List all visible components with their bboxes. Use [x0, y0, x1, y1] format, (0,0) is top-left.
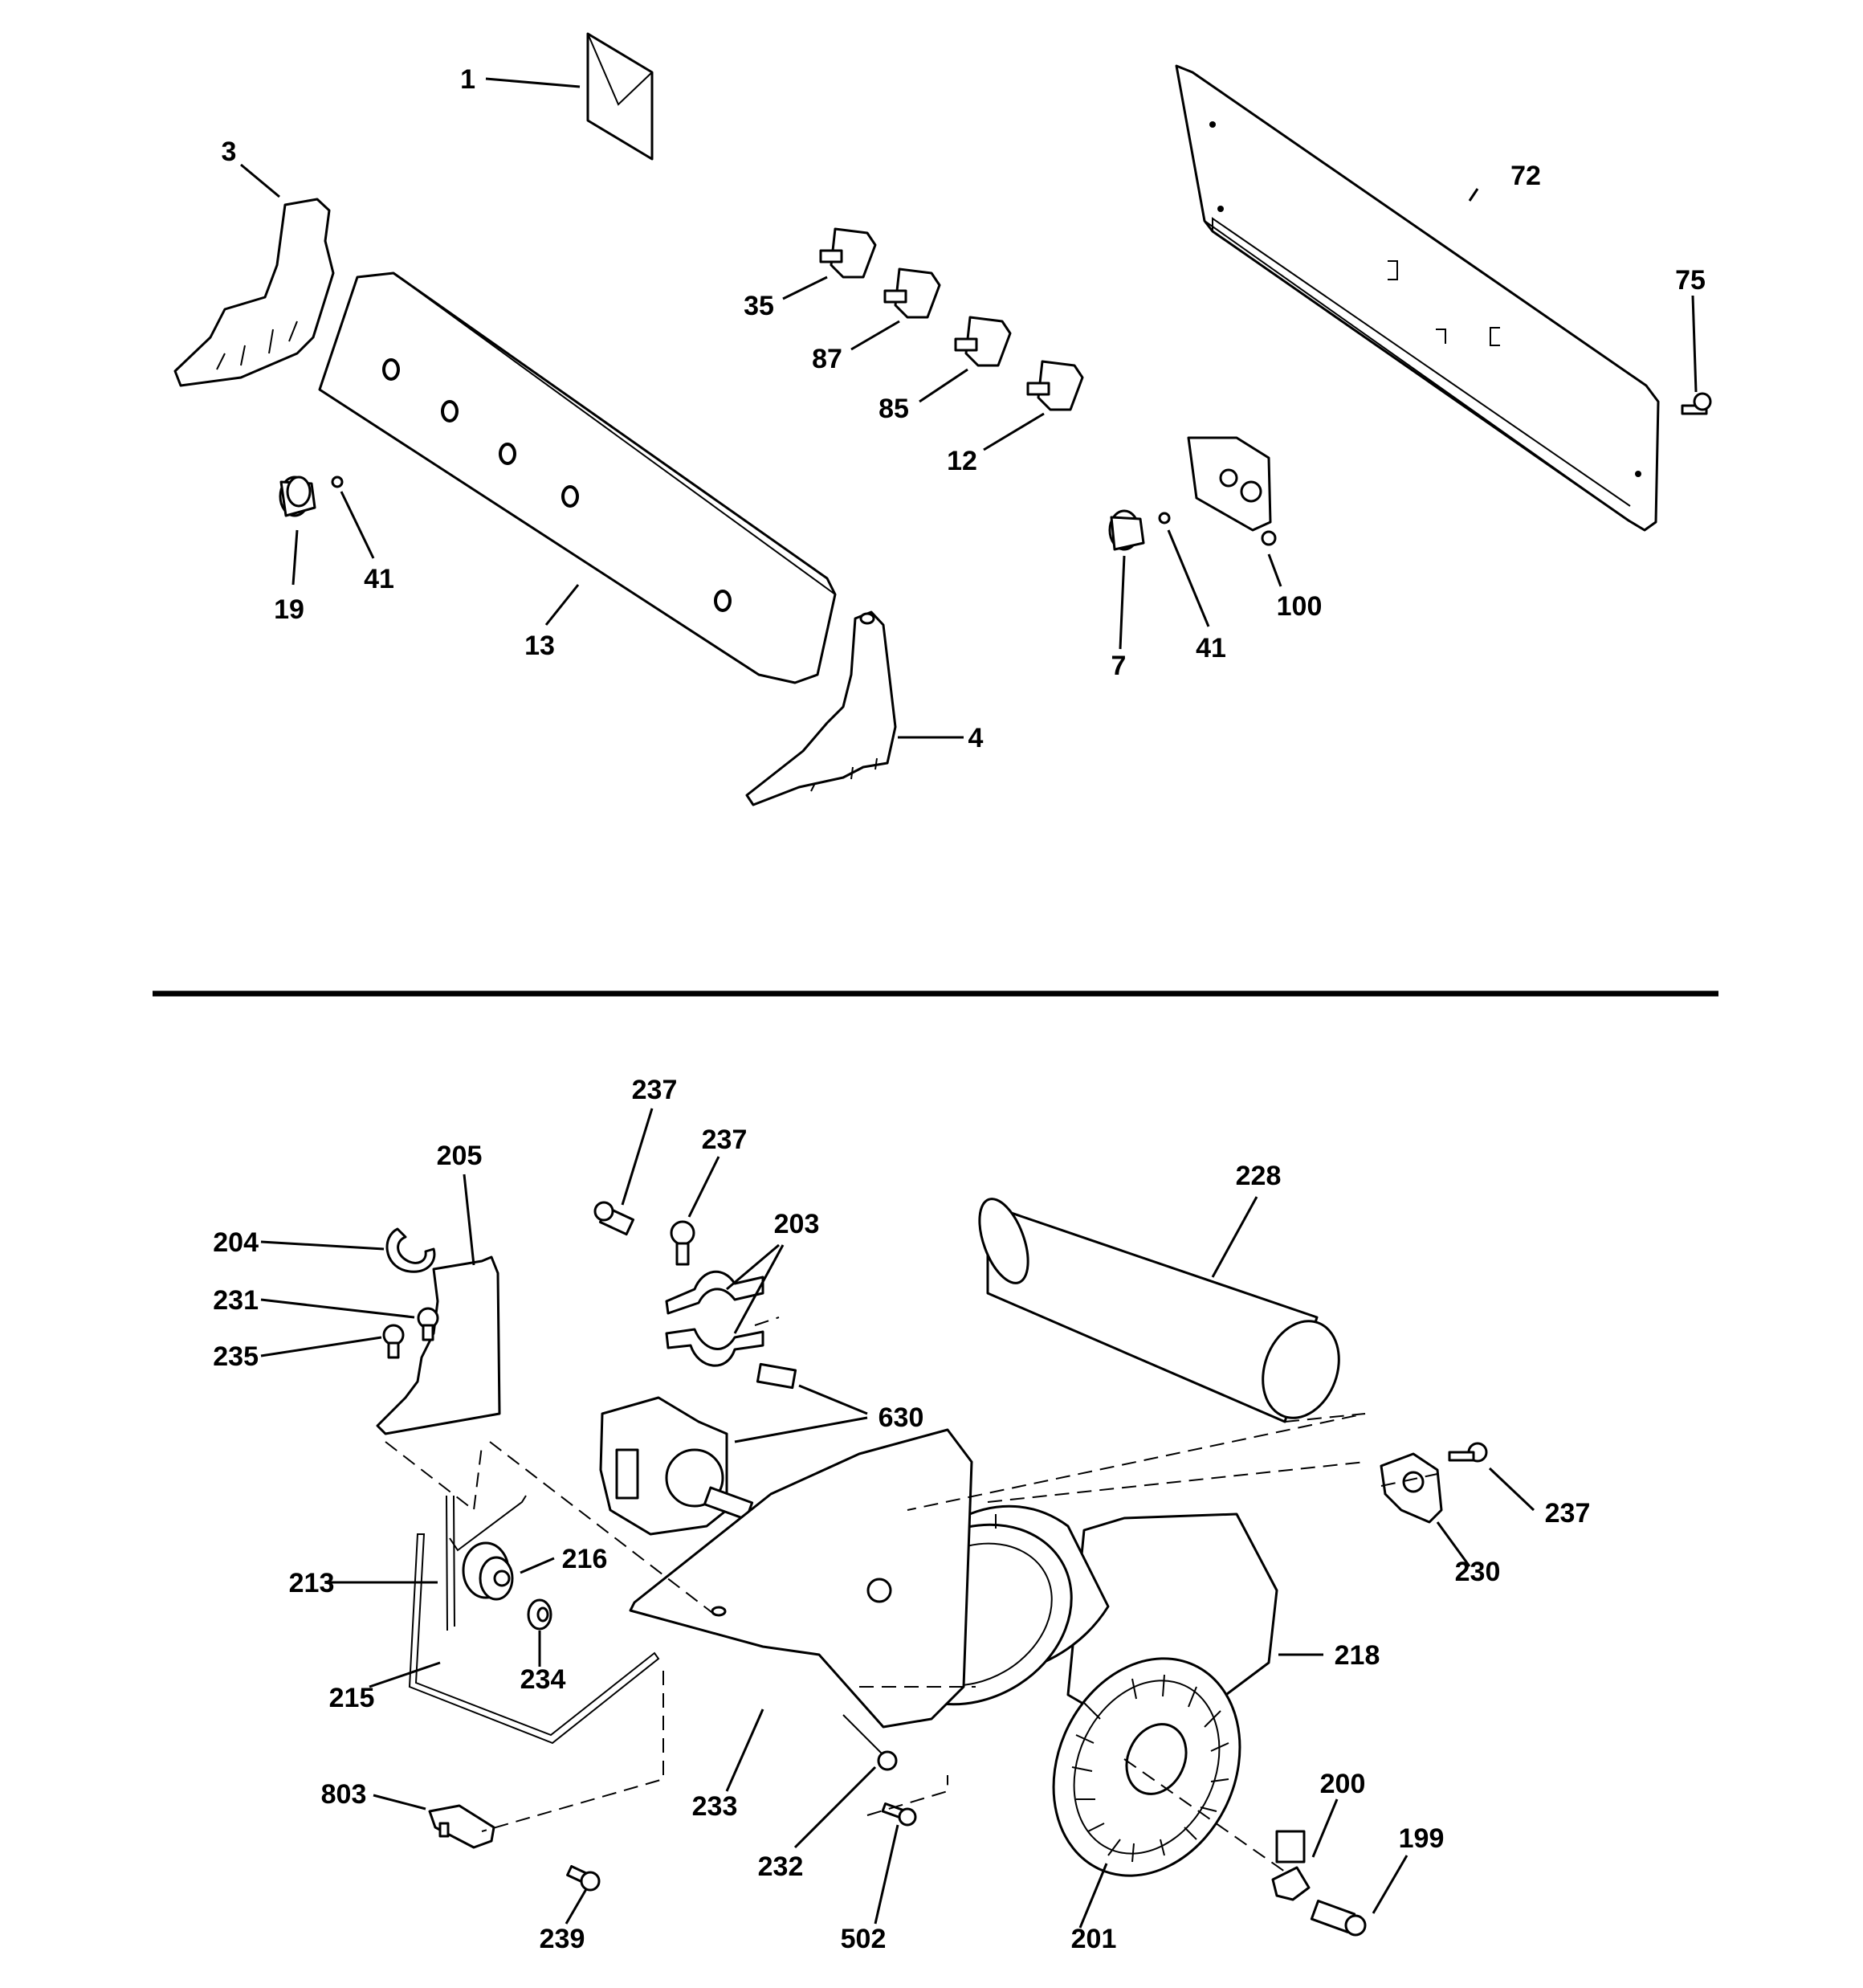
- label-237-c: 237: [1545, 1498, 1591, 1529]
- label-199: 199: [1399, 1823, 1445, 1854]
- part-233-base: [629, 1428, 973, 1729]
- label-7: 7: [1111, 651, 1127, 681]
- label-232: 232: [758, 1851, 804, 1882]
- label-237-a: 237: [632, 1075, 678, 1105]
- part-232-screw: [842, 1714, 898, 1771]
- label-213: 213: [289, 1568, 335, 1598]
- label-234: 234: [520, 1664, 566, 1695]
- label-4: 4: [968, 723, 984, 753]
- label-233: 233: [692, 1791, 738, 1822]
- part-231-screw: [417, 1307, 439, 1341]
- part-204-clip: [385, 1227, 436, 1273]
- label-230: 230: [1455, 1557, 1501, 1587]
- part-41-clip-right: [1158, 512, 1171, 525]
- part-7-knob: [1108, 509, 1145, 551]
- part-100-timer: [1187, 436, 1277, 546]
- label-201: 201: [1071, 1924, 1117, 1954]
- part-12-switch: [1026, 360, 1084, 411]
- label-502: 502: [841, 1924, 887, 1954]
- part-630-capacitor: [756, 1362, 797, 1390]
- label-75: 75: [1675, 265, 1706, 296]
- label-228: 228: [1236, 1161, 1282, 1191]
- part-234-washer: [527, 1598, 552, 1631]
- part-4-right-endcap: [745, 610, 897, 806]
- label-100: 100: [1277, 591, 1323, 622]
- part-630-motor: [599, 1396, 754, 1536]
- part-labels: 1 3 72 75 35 87 85 12 19 41 13 100 7 41 …: [213, 64, 1706, 1954]
- part-237-screw-b: [670, 1220, 695, 1266]
- label-205: 205: [437, 1141, 483, 1171]
- part-41-clip-left: [331, 476, 344, 488]
- label-35: 35: [744, 291, 774, 321]
- part-213-idler: [446, 1495, 527, 1631]
- label-41-left: 41: [364, 564, 394, 594]
- part-228-duct: [978, 1198, 1340, 1423]
- part-19-knob: [279, 476, 316, 517]
- label-85: 85: [879, 394, 909, 424]
- label-235: 235: [213, 1341, 259, 1372]
- label-204: 204: [213, 1227, 259, 1258]
- part-215-spring: [408, 1533, 660, 1745]
- part-201-blower-wheel: [1052, 1657, 1241, 1877]
- part-87-switch: [883, 267, 941, 319]
- part-203-clamp-lower: [665, 1328, 764, 1367]
- label-630: 630: [879, 1402, 924, 1433]
- part-216-pulley: [462, 1541, 514, 1601]
- upper-leader-lines: [240, 77, 1698, 739]
- label-41-right: 41: [1196, 633, 1226, 663]
- label-87: 87: [812, 344, 842, 374]
- label-231: 231: [213, 1285, 259, 1316]
- part-235-screw: [382, 1324, 405, 1359]
- label-19: 19: [274, 594, 304, 625]
- label-200: 200: [1320, 1769, 1366, 1799]
- part-237-screw-c: [1448, 1442, 1488, 1463]
- label-216: 216: [562, 1544, 608, 1574]
- part-199-bolt: [1310, 1900, 1367, 1937]
- lower-leader-lines: [260, 1108, 1535, 1929]
- part-35-switch: [819, 227, 877, 279]
- part-72-rear-panel: [1175, 64, 1660, 532]
- label-3: 3: [222, 137, 237, 167]
- label-203: 203: [774, 1209, 820, 1239]
- part-502-screw: [881, 1802, 917, 1827]
- alignment-lines: [385, 1316, 1438, 1872]
- label-72: 72: [1510, 161, 1541, 191]
- part-1-manual-envelope: [586, 32, 654, 161]
- label-218: 218: [1335, 1640, 1380, 1671]
- label-237-b: 237: [702, 1125, 748, 1155]
- part-239-screw: [566, 1864, 601, 1892]
- label-215: 215: [329, 1683, 375, 1713]
- part-803-switch: [428, 1804, 495, 1849]
- label-13: 13: [524, 631, 555, 661]
- part-237-screw-a: [593, 1201, 635, 1236]
- label-803: 803: [321, 1779, 367, 1810]
- label-12: 12: [947, 446, 977, 476]
- part-85-switch: [954, 316, 1012, 367]
- part-230-thermostat: [1380, 1452, 1443, 1524]
- part-75-screw: [1681, 392, 1712, 415]
- label-1: 1: [460, 64, 475, 95]
- part-200-clip: [1271, 1830, 1311, 1901]
- label-239: 239: [540, 1924, 585, 1954]
- part-3-left-endcap: [173, 198, 335, 387]
- part-203-clamp-upper: [665, 1270, 764, 1315]
- part-13-control-panel: [318, 271, 837, 684]
